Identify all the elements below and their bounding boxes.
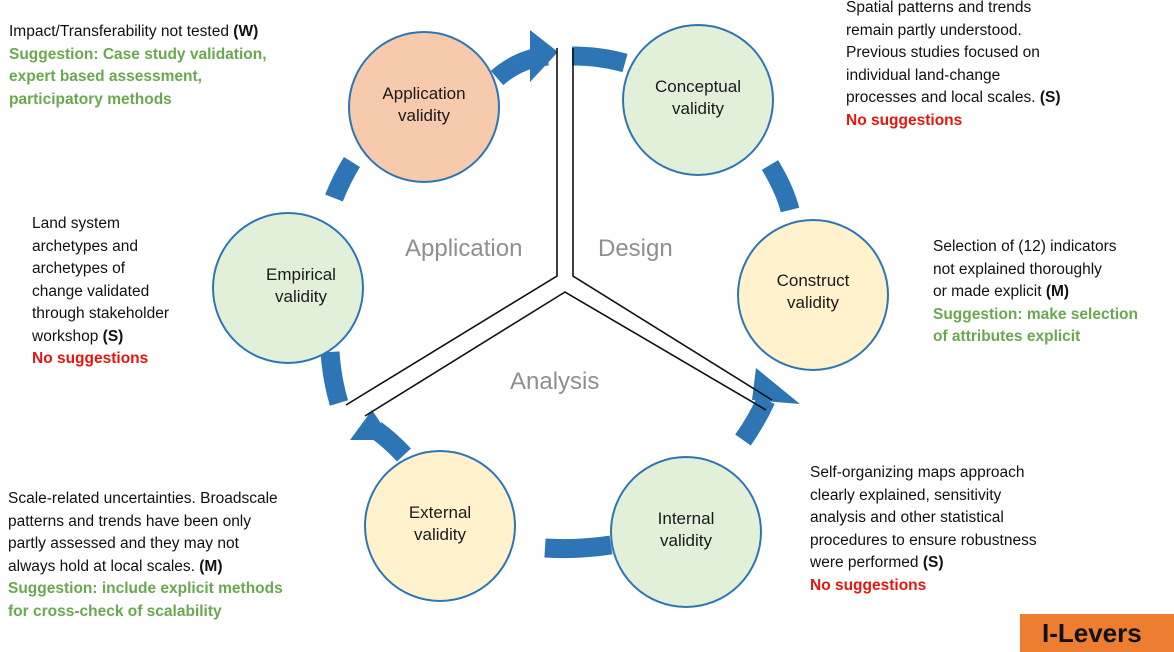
circle-conceptual-line1: Conceptual xyxy=(655,77,741,96)
note-application: Impact/Transferability not tested (W) Su… xyxy=(9,21,267,111)
arc-empirical-to-application xyxy=(320,351,349,406)
note-internal-rating: (S) xyxy=(922,554,944,571)
note-application-rating: (W) xyxy=(233,23,259,40)
arc-internal-to-external xyxy=(544,535,613,559)
note-conceptual-no-suggestions: No suggestions xyxy=(846,111,963,129)
note-internal-line-5: were performed xyxy=(810,554,923,571)
note-empirical-line-3: archetypes of xyxy=(32,260,126,277)
arc-empirical-from-application xyxy=(325,156,361,202)
note-external: Scale-related uncertainties. Broadscale … xyxy=(8,488,283,623)
arc-conceptual-start xyxy=(571,46,628,73)
note-internal-line-2: clearly explained, sensitivity xyxy=(810,486,1002,504)
note-internal: Self-organizing maps approach clearly ex… xyxy=(810,462,1037,597)
note-conceptual-line-4: individual land-change xyxy=(846,66,1001,84)
i-levers-logo: I-Levers xyxy=(1020,614,1174,652)
note-construct: Selection of (12) indicators not explain… xyxy=(933,236,1138,349)
circle-empirical-line1: Empirical xyxy=(266,265,336,284)
note-application-suggestion-2: expert based assessment, xyxy=(9,68,202,85)
divider-left-branch xyxy=(345,48,558,406)
note-empirical-line-2: archetypes and xyxy=(32,237,138,255)
arrowhead-to-empirical xyxy=(350,410,392,440)
note-empirical-line-4: change validated xyxy=(32,282,150,300)
note-conceptual-line-2: remain partly understood. xyxy=(846,21,1022,39)
note-external-line-3: partly assessed and they may not xyxy=(8,535,239,552)
section-divider xyxy=(345,48,773,417)
circle-application-line1: Application xyxy=(382,84,465,103)
note-internal-line-3: analysis and other statistical xyxy=(810,509,1004,526)
note-empirical-line-5: through stakeholder xyxy=(32,305,170,322)
note-construct-line-1: Selection of (12) indicators xyxy=(933,238,1117,255)
note-application-suggestion-1: Suggestion: Case study validation, xyxy=(9,45,267,63)
circle-conceptual: Conceptual validity xyxy=(622,24,774,176)
section-label-design: Design xyxy=(598,235,673,262)
note-construct-line-2: not explained thoroughly xyxy=(933,260,1102,278)
note-empirical-line-6: workshop xyxy=(32,327,103,345)
circle-construct-line1: Construct xyxy=(777,271,850,290)
circle-external-line1: External xyxy=(409,503,471,522)
note-external-line-4: always hold at local scales. xyxy=(8,557,200,575)
note-conceptual: Spatial patterns and trends remain partl… xyxy=(846,0,1061,132)
note-external-line-1: Scale-related uncertainties. Broadscale xyxy=(8,490,278,507)
arc-conceptual-to-construct xyxy=(761,160,800,213)
arrowhead-to-conceptual xyxy=(530,30,558,82)
note-empirical: Land system archetypes and archetypes of… xyxy=(32,213,169,371)
circle-external: External validity xyxy=(364,450,516,602)
arrowhead-to-internal xyxy=(752,368,800,404)
note-conceptual-rating: (S) xyxy=(1039,89,1061,106)
circle-conceptual-line2: validity xyxy=(672,99,724,118)
note-conceptual-line-5: processes and local scales. xyxy=(846,89,1040,106)
circle-internal-line1: Internal xyxy=(658,509,715,528)
section-label-application: Application xyxy=(405,235,522,262)
circle-application-line2: validity xyxy=(398,106,450,125)
section-label-analysis: Analysis xyxy=(510,368,599,395)
circle-internal-line2: validity xyxy=(660,531,712,550)
note-conceptual-line-3: Previous studies focused on xyxy=(846,44,1040,61)
note-construct-suggestion-1: Suggestion: make selection xyxy=(933,305,1138,323)
note-empirical-rating: (S) xyxy=(102,327,124,345)
note-application-text: Impact/Transferability not tested xyxy=(9,23,234,40)
note-application-suggestion-3: participatory methods xyxy=(9,90,172,108)
circle-construct-line2: validity xyxy=(787,293,839,312)
note-construct-suggestion-2: of attributes explicit xyxy=(933,328,1081,345)
arc-construct-to-internal xyxy=(735,396,775,446)
circle-empirical-line2: validity xyxy=(275,287,327,306)
circle-external-line2: validity xyxy=(414,525,466,544)
circle-construct: Construct validity xyxy=(737,219,889,371)
note-construct-rating: (M) xyxy=(1045,283,1070,300)
circle-empirical: Empirical validity xyxy=(212,212,364,364)
note-external-suggestion-2: for cross-check of scalability xyxy=(8,602,222,620)
note-internal-line-1: Self-organizing maps approach xyxy=(810,464,1025,481)
note-internal-no-suggestions: No suggestions xyxy=(810,576,927,594)
note-construct-line-3: or made explicit xyxy=(933,283,1046,300)
note-internal-line-4: procedures to ensure robustness xyxy=(810,531,1037,549)
cycle-arrows xyxy=(320,46,800,559)
circle-internal: Internal validity xyxy=(610,456,762,608)
circle-application: Application validity xyxy=(348,31,500,183)
divider-bottom-branch xyxy=(364,291,767,417)
note-external-line-2: patterns and trends have been only xyxy=(8,512,252,530)
note-empirical-line-1: Land system xyxy=(32,215,120,232)
note-conceptual-line-1: Spatial patterns and trends xyxy=(846,0,1032,16)
note-empirical-no-suggestions: No suggestions xyxy=(32,350,149,367)
note-external-rating: (M) xyxy=(199,557,223,575)
divider-right-branch xyxy=(572,48,773,401)
note-external-suggestion-1: Suggestion: include explicit methods xyxy=(8,580,283,597)
